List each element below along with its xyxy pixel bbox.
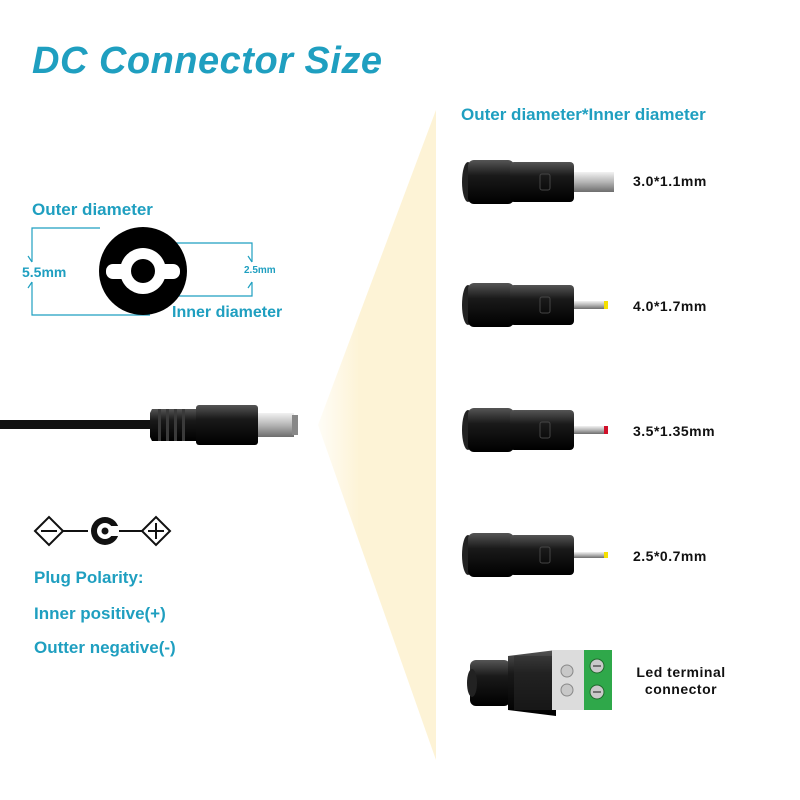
adapter-grip: [468, 160, 514, 204]
glow-background: [318, 110, 436, 760]
terminal-connector: [467, 650, 612, 716]
polarity-inner: Inner positive(+): [34, 604, 166, 623]
connector-label-2: 4.0*1.7mm: [633, 298, 707, 314]
adapter-pin: [574, 426, 608, 434]
adapter-grip: [468, 408, 514, 452]
size-column-header: Outer diameter*Inner diameter: [461, 105, 706, 124]
adapter-grip: [468, 533, 514, 577]
outer-diameter-value: 5.5mm: [22, 264, 67, 280]
adapter-pin: [574, 172, 614, 192]
polarity-outer: Outter negative(-): [34, 638, 176, 657]
terminal-label: Led terminal connector: [631, 664, 731, 698]
adapter-1: [462, 160, 614, 204]
diameter-diagram: [27, 227, 253, 316]
adapter-mark: [539, 173, 551, 191]
polarity-symbol: [33, 515, 172, 547]
connector-label-3: 3.5*1.35mm: [633, 423, 716, 439]
connector-label-4: 2.5*0.7mm: [633, 548, 707, 564]
inner-diameter-value: 2.5mm: [244, 265, 276, 276]
adapter-4: [462, 533, 608, 577]
adapter-grip: [468, 283, 514, 327]
adapter-body: [510, 410, 574, 450]
inner-diameter-label: Inner diameter: [172, 304, 283, 321]
adapter-body: [510, 162, 574, 202]
adapter-mark: [539, 296, 551, 314]
page-title: DC Connector Size: [32, 40, 383, 82]
adapter-pin-tip: [604, 552, 608, 558]
adapter-pin-tip: [604, 301, 608, 309]
terminal-label-line2: connector: [644, 681, 718, 697]
adapter-2: [462, 283, 608, 327]
terminal-label-line1: Led terminal: [636, 664, 726, 680]
outer-diameter-label: Outer diameter: [32, 200, 153, 219]
adapter-body: [510, 535, 574, 575]
adapter-pin: [574, 552, 608, 558]
connector-label-1: 3.0*1.1mm: [633, 173, 707, 189]
main-plug: [0, 405, 298, 445]
adapter-body: [510, 285, 574, 325]
adapter-pin-tip: [604, 426, 608, 434]
polarity-heading: Plug Polarity:: [34, 568, 144, 587]
adapter-pin: [574, 301, 608, 309]
adapter-mark: [539, 421, 551, 439]
adapter-3: [462, 408, 608, 452]
adapter-mark: [539, 546, 551, 564]
adapter-list: [462, 160, 614, 577]
connector-cross-section: [99, 227, 187, 315]
